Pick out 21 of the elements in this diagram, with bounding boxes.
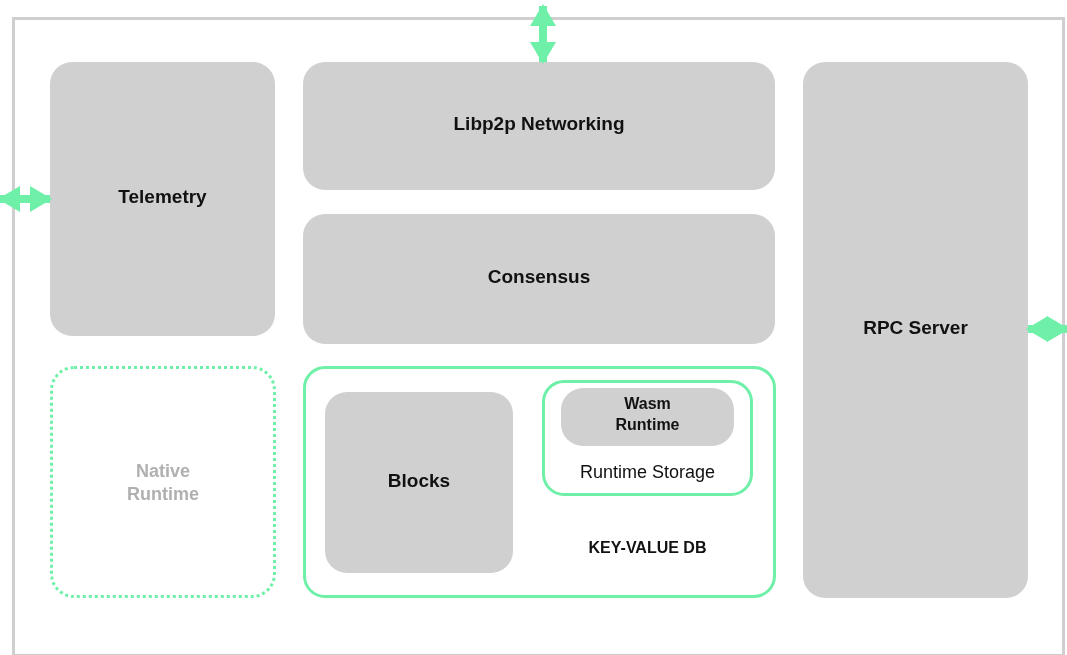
node-label: Blocks bbox=[386, 469, 452, 492]
double-arrow bbox=[0, 186, 52, 212]
container-box bbox=[303, 366, 776, 598]
double-arrow bbox=[1026, 316, 1067, 342]
component-box bbox=[303, 62, 775, 190]
component-box bbox=[803, 62, 1028, 598]
node-label: KEY-VALUE DB bbox=[587, 539, 708, 557]
node-label: Native Runtime bbox=[126, 459, 200, 506]
component-box bbox=[325, 392, 513, 573]
node-label: Telemetry bbox=[117, 186, 208, 208]
component-box bbox=[50, 62, 275, 336]
node-label: RPC Server bbox=[862, 317, 969, 339]
node-label: Consensus bbox=[486, 266, 592, 288]
node-label: Runtime Storage bbox=[578, 462, 717, 483]
node-label: Libp2p Networking bbox=[452, 113, 626, 135]
dotted-box bbox=[50, 366, 276, 598]
component-box bbox=[561, 388, 734, 446]
double-arrow bbox=[530, 4, 556, 64]
node-label: Wasm Runtime bbox=[614, 394, 681, 435]
component-box bbox=[303, 214, 775, 344]
container-box bbox=[542, 380, 753, 496]
